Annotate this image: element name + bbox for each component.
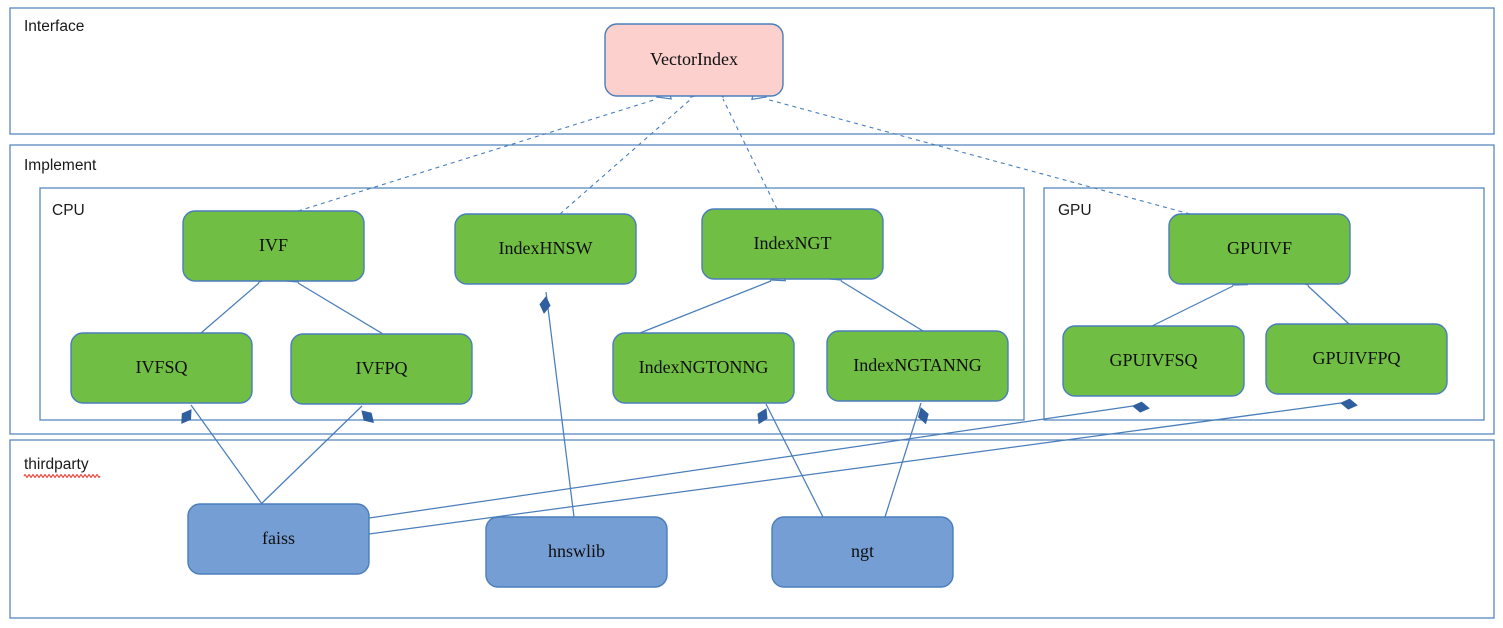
node-indexngtonng[interactable]: IndexNGTONNG: [612, 332, 795, 404]
node-box-ivfpq[interactable]: [290, 333, 473, 405]
node-label-ivfpq: IVFPQ: [355, 358, 407, 378]
edge-head-solid-diamond-gpuivfpq-faiss: [1340, 398, 1358, 410]
node-label-ivfsq: IVFSQ: [135, 357, 187, 377]
edge-head-solid-diamond-indexngtanng-ngt: [917, 407, 929, 425]
edge-line-indexngtonng-indexngt: [639, 280, 772, 334]
edge-line-gpuivfpq-gpuivf: [1307, 285, 1350, 325]
node-ngt[interactable]: ngt: [771, 516, 954, 588]
node-box-gpuivf[interactable]: [1168, 213, 1351, 285]
edge-line-ivfpq-faiss: [259, 405, 363, 506]
node-ivfpq[interactable]: IVFPQ: [290, 333, 473, 405]
node-box-ivf[interactable]: [182, 210, 365, 282]
node-gpuivf[interactable]: GPUIVF: [1168, 213, 1351, 285]
edge-head-solid-diamond-ivfsq-faiss: [181, 409, 192, 424]
node-label-indexngt: IndexNGT: [754, 233, 832, 253]
node-gpuivfpq[interactable]: GPUIVFPQ: [1265, 323, 1448, 395]
edge-line-ivfsq-faiss: [190, 404, 263, 505]
edge-line-indexhnsw-vectorindex: [559, 98, 692, 215]
node-label-gpuivfpq: GPUIVFPQ: [1312, 348, 1400, 368]
container-label-implement: Implement: [24, 157, 97, 174]
node-box-gpuivfsq[interactable]: [1062, 325, 1245, 397]
node-label-faiss: faiss: [262, 528, 295, 548]
edge-line-ivfsq-ivf: [200, 282, 260, 334]
node-box-indexngtanng[interactable]: [826, 330, 1009, 402]
node-box-indexngtonng[interactable]: [612, 332, 795, 404]
edge-line-indexngtanng-ngt: [884, 402, 922, 518]
edge-indexhnsw-hnswlib: [539, 291, 575, 518]
edge-gpuivfsq-faiss: [368, 401, 1150, 519]
container-label-gpu: GPU: [1058, 202, 1092, 219]
node-label-vectorindex: VectorIndex: [650, 49, 738, 69]
node-label-hnswlib: hnswlib: [548, 541, 605, 561]
node-indexngtanng[interactable]: IndexNGTANNG: [826, 330, 1009, 402]
edge-head-solid-diamond-ivfpq-faiss: [361, 410, 374, 423]
node-label-gpuivfsq: GPUIVFSQ: [1109, 350, 1197, 370]
edge-line-gpuivfpq-faiss: [368, 402, 1342, 535]
edge-ivfpq-faiss: [259, 405, 374, 506]
edge-head-solid-diamond-gpuivfsq-faiss: [1132, 401, 1150, 413]
spellcheck-underline-thirdparty: [23, 474, 101, 478]
edge-line-gpuivfsq-faiss: [368, 405, 1134, 519]
edge-indexngtanng-ngt: [884, 402, 929, 518]
edge-indexngtonng-ngt: [757, 403, 824, 518]
node-label-indexngtonng: IndexNGTONNG: [639, 357, 769, 377]
node-box-vectorindex[interactable]: [604, 23, 784, 97]
edge-line-indexngtonng-ngt: [765, 403, 824, 518]
node-gpuivfsq[interactable]: GPUIVFSQ: [1062, 325, 1245, 397]
node-box-ngt[interactable]: [771, 516, 954, 588]
edge-line-gpuivf-vectorindex: [765, 98, 1191, 215]
edge-line-indexngtanng-indexngt: [840, 280, 924, 332]
node-vectorindex[interactable]: VectorIndex: [604, 23, 784, 97]
node-box-ivfsq[interactable]: [70, 332, 253, 404]
node-label-indexngtanng: IndexNGTANNG: [853, 355, 982, 375]
node-indexngt[interactable]: IndexNGT: [701, 208, 884, 280]
container-label-thirdparty: thirdparty: [24, 456, 89, 473]
node-label-ivf: IVF: [259, 235, 288, 255]
container-label-cpu: CPU: [52, 202, 85, 219]
edge-line-indexhnsw-hnswlib: [545, 291, 575, 518]
node-label-indexhnsw: IndexHNSW: [499, 238, 593, 258]
node-ivf[interactable]: IVF: [182, 210, 365, 282]
node-box-indexhnsw[interactable]: [454, 213, 637, 285]
edge-line-ivfpq-ivf: [297, 282, 384, 335]
edge-ivfsq-faiss: [181, 404, 263, 505]
node-label-ngt: ngt: [851, 541, 874, 561]
edge-line-gpuivfsq-gpuivf: [1151, 285, 1234, 327]
node-box-faiss[interactable]: [187, 503, 370, 575]
edge-head-solid-diamond-indexhnsw-hnswlib: [539, 296, 551, 314]
node-hnswlib[interactable]: hnswlib: [485, 516, 668, 588]
node-box-hnswlib[interactable]: [485, 516, 668, 588]
edge-line-ivf-vectorindex: [297, 98, 658, 212]
node-box-gpuivfpq[interactable]: [1265, 323, 1448, 395]
container-label-interface: Interface: [24, 18, 84, 35]
node-box-indexngt[interactable]: [701, 208, 884, 280]
edge-head-solid-diamond-indexngtonng-ngt: [757, 408, 768, 425]
edge-gpuivfpq-faiss: [368, 398, 1358, 535]
node-faiss[interactable]: faiss: [187, 503, 370, 575]
node-label-gpuivf: GPUIVF: [1227, 238, 1292, 258]
node-indexhnsw[interactable]: IndexHNSW: [454, 213, 637, 285]
node-ivfsq[interactable]: IVFSQ: [70, 332, 253, 404]
